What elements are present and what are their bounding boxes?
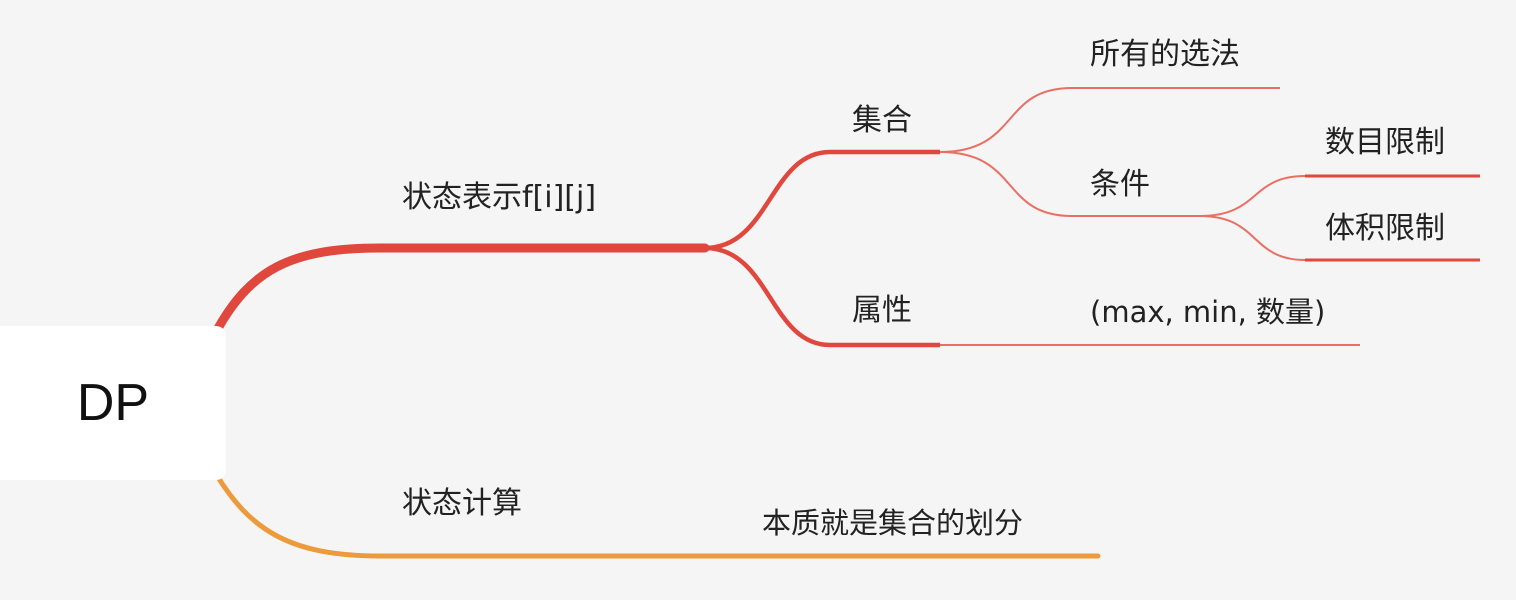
connector-state-to-set <box>704 149 940 251</box>
node-essence-set-partition[interactable]: 本质就是集合的划分 <box>762 506 1024 540</box>
connector-root-to-state-computation <box>213 471 1101 559</box>
connector-set-to-condition <box>939 151 1200 217</box>
connector-root-to-state-representation <box>211 243 710 337</box>
connector-condition-to-volume-limit <box>1199 215 1480 261</box>
node-attribute[interactable]: 属性 <box>852 293 912 328</box>
connector-condition-to-count-limit <box>1199 175 1480 217</box>
node-volume-limit[interactable]: 体积限制 <box>1325 211 1445 246</box>
node-state-representation[interactable]: 状态表示f[i][j] <box>402 180 597 215</box>
root-node[interactable]: DP <box>0 326 226 480</box>
connector-set-to-all-choices <box>939 87 1280 153</box>
node-all-choices[interactable]: 所有的选法 <box>1090 37 1240 72</box>
node-condition[interactable]: 条件 <box>1090 167 1150 202</box>
node-set[interactable]: 集合 <box>852 103 912 138</box>
root-node-label: DP <box>76 374 150 432</box>
node-attribute-values[interactable]: (max, min, 数量) <box>1090 295 1326 329</box>
node-count-limit[interactable]: 数目限制 <box>1325 125 1445 160</box>
node-state-computation[interactable]: 状态计算 <box>402 486 522 521</box>
connector-state-to-attribute <box>704 245 940 348</box>
